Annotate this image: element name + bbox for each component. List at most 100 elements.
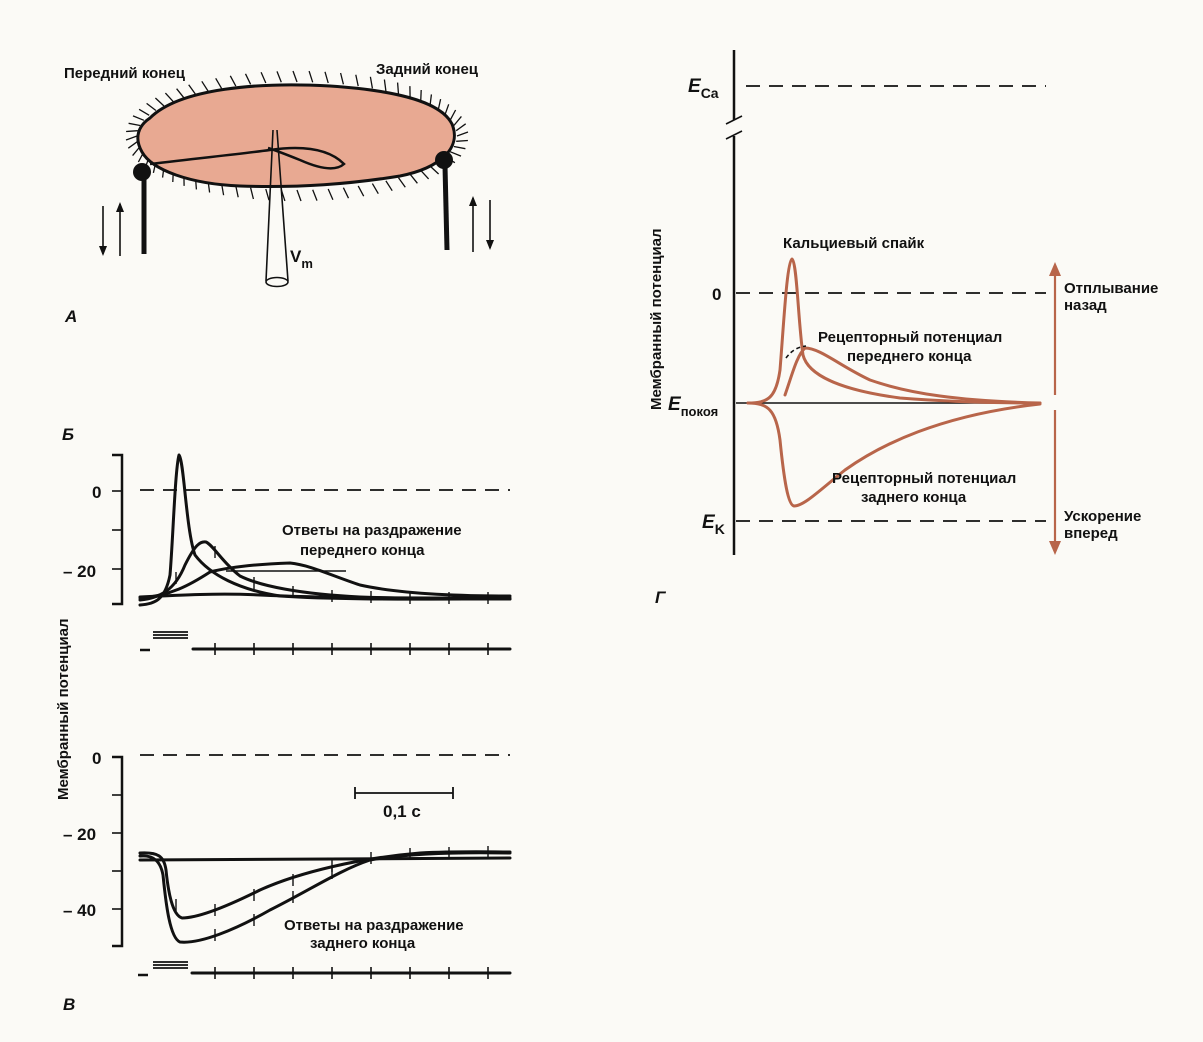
swim-forward-label-line1: Ускорение: [1064, 508, 1141, 525]
cilium: [339, 72, 345, 85]
lower-time-ticks: [214, 967, 489, 979]
cilium: [396, 82, 400, 95]
microelectrode: [265, 129, 289, 282]
cilium: [146, 102, 157, 112]
lower-y-axis: [112, 755, 124, 948]
rear-end-label: Задний конец: [376, 61, 479, 78]
panel-v: 0 – 20 – 40 0,1 с Ответы на раздражение …: [63, 749, 512, 1014]
upper-tick-0: 0: [92, 483, 101, 502]
time-scale-bar: [354, 787, 454, 799]
front-receptor-dashed-segment: [785, 345, 807, 359]
panel-a-label: А: [64, 307, 77, 326]
swim-back-arrow: [1049, 262, 1061, 395]
cilium: [456, 131, 469, 137]
upper-trace-baseline: [138, 592, 512, 600]
cilium: [164, 92, 174, 103]
lower-trace-large: [138, 851, 512, 944]
cilium: [138, 108, 150, 116]
cilium: [409, 173, 418, 184]
panel-b-label: Б: [62, 425, 74, 444]
electrode-tip: [265, 276, 289, 288]
lower-tick-minus20: – 20: [63, 825, 96, 844]
cilium: [244, 73, 252, 85]
cilium: [312, 189, 318, 201]
panel-v-label: В: [63, 995, 75, 1014]
erest-label: Eпокоя: [668, 394, 718, 419]
cilium: [369, 76, 374, 89]
swim-back-label-line1: Отплывание: [1064, 280, 1158, 297]
front-receptor-potential-trace: [783, 346, 1042, 405]
swim-back-label-line2: назад: [1064, 297, 1107, 314]
upper-stimulus-marker: [140, 631, 188, 652]
cilium: [455, 123, 467, 132]
left-stimulus-probe: [99, 163, 151, 256]
calcium-spike-trace: [746, 257, 1042, 405]
cilium: [125, 135, 138, 141]
scale-bar-label: 0,1 с: [383, 802, 421, 821]
left-y-axis-title: Мембранный потенциал: [55, 618, 72, 800]
cilium: [127, 140, 139, 149]
cilium: [235, 185, 239, 198]
cilium: [324, 71, 329, 84]
panel-a: Передний конец Задний конец Vm: [64, 61, 494, 326]
cilium: [201, 80, 209, 92]
upper-caption-line1: Ответы на раздражение: [282, 522, 462, 539]
upper-caption-line2: переднего конца: [300, 542, 425, 559]
swim-forward-arrow: [1049, 410, 1061, 555]
cell-body: [136, 83, 456, 189]
cilium: [397, 177, 406, 188]
cilium: [429, 165, 440, 175]
cilium: [357, 185, 365, 197]
cilium: [265, 188, 270, 201]
upper-trace-ticks: [175, 546, 489, 604]
cilium: [453, 145, 466, 150]
oral-groove: [149, 146, 346, 170]
cilium: [385, 180, 393, 192]
cilium: [126, 130, 138, 133]
cilium: [420, 169, 430, 180]
front-receptor-label-line1: Рецепторный потенциал: [818, 329, 1002, 346]
cilium: [292, 70, 298, 83]
zero-label: 0: [712, 285, 721, 304]
upper-trace-receptor-slow: [138, 561, 512, 600]
cilium: [154, 97, 165, 107]
front-receptor-label-line2: переднего конца: [847, 348, 972, 365]
cilium: [383, 79, 387, 92]
panel-g-label: Г: [655, 588, 667, 607]
panel-g: Мембранный потенциал ECa 0 Eпокоя EK Кал…: [648, 50, 1158, 607]
eca-label: ECa: [688, 76, 719, 101]
lower-trace-small: [138, 850, 512, 920]
cilium: [449, 151, 462, 157]
cilium: [327, 188, 334, 200]
cilium: [342, 187, 350, 199]
cilium: [132, 115, 145, 121]
cilium: [453, 115, 462, 126]
right-y-axis-title: Мембранный потенциал: [648, 228, 665, 410]
front-end-label: Передний конец: [64, 65, 186, 82]
rear-receptor-potential-trace: [746, 401, 1042, 508]
cilium: [128, 122, 141, 127]
cilium: [188, 84, 197, 95]
cilium: [249, 187, 255, 200]
lower-tick-0: 0: [92, 749, 101, 768]
cilium: [229, 75, 237, 87]
cilium: [420, 89, 422, 102]
lower-trace-baseline: [138, 856, 512, 862]
cilium: [371, 183, 379, 195]
calcium-spike-label: Кальциевый спайк: [783, 235, 925, 252]
vm-label: Vm: [290, 247, 313, 271]
cilium: [176, 88, 185, 99]
cilium: [296, 189, 302, 202]
rear-receptor-label-line1: Рецепторный потенциал: [832, 470, 1016, 487]
cilium: [308, 70, 314, 83]
ek-label: EK: [702, 512, 725, 537]
cilium: [449, 109, 457, 121]
panel-b: Б 0 – 20 Ответы на раздражение переднего…: [62, 425, 512, 655]
lower-stimulus-marker: [138, 961, 188, 977]
cilium: [456, 139, 468, 142]
upper-tick-minus20: – 20: [63, 562, 96, 581]
lower-trace-ticks: [175, 846, 489, 941]
rear-receptor-label-line2: заднего конца: [861, 489, 967, 506]
lower-tick-minus40: – 40: [63, 901, 96, 920]
